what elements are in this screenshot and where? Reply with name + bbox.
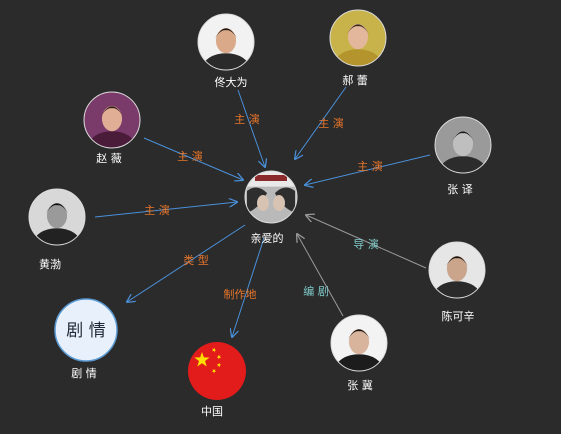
edge-label: 主 演 (318, 116, 344, 130)
node-zhangyi[interactable]: 张 译 (434, 116, 492, 196)
node-zhangji[interactable]: 张 冀 (330, 314, 388, 392)
edge-label: 主 演 (234, 112, 260, 126)
edge-chenkexin-center: 导 演 (306, 215, 427, 269)
node-haolei[interactable]: 郝 蕾 (329, 9, 387, 87)
edge-haolei-center: 主 演 (295, 86, 347, 159)
edge-label: 导 演 (353, 237, 379, 251)
node-label: 张 冀 (347, 378, 373, 392)
node-label: 陈可辛 (442, 309, 475, 323)
edge-arrow-line (127, 224, 246, 302)
node-huangbo[interactable]: 黄渤 (28, 188, 86, 271)
person-avatar (428, 241, 486, 299)
edge-label: 制作地 (224, 288, 257, 301)
china-flag-icon (188, 342, 246, 400)
edge-arrow-line (297, 234, 344, 317)
node-label: 张 译 (447, 183, 473, 196)
nodes-layer: 亲爱的佟大为郝 蕾赵 薇张 译黄渤陈可辛剧 情剧 情张 冀中国 (28, 9, 492, 418)
node-tongdawei[interactable]: 佟大为 (197, 13, 255, 89)
person-avatar (28, 188, 86, 246)
edge-arrow-line (305, 154, 431, 185)
person-avatar (330, 314, 388, 372)
edge-zhaowei-center: 主 演 (143, 137, 243, 180)
edge-arrow-line (237, 89, 265, 167)
edge-arrow-line (94, 202, 237, 218)
edges-layer: 主 演主 演主 演主 演主 演导 演编 剧类 型制作地 (94, 86, 431, 337)
edge-label: 主 演 (357, 159, 383, 173)
genre-circle (54, 298, 118, 362)
node-label: 亲爱的 (251, 231, 284, 245)
person-avatar (83, 91, 141, 149)
edge-zhangyi-center: 主 演 (305, 154, 431, 185)
node-center-movie[interactable]: 亲爱的 (244, 170, 298, 245)
node-label: 郝 蕾 (342, 73, 368, 87)
edge-arrow-line (295, 86, 347, 159)
movie-poster-avatar (244, 170, 298, 224)
edge-arrow-line (143, 137, 243, 180)
node-genre[interactable]: 剧 情剧 情 (54, 298, 118, 380)
edge-center-china: 制作地 (224, 237, 265, 337)
edge-center-genre: 类 型 (127, 224, 246, 302)
genre-inner-text: 剧 情 (66, 321, 105, 341)
person-avatar (197, 13, 255, 71)
node-label: 赵 薇 (96, 151, 122, 165)
edge-label: 主 演 (144, 203, 170, 217)
edge-label: 类 型 (183, 253, 209, 267)
edge-huangbo-center: 主 演 (94, 202, 237, 218)
node-label: 黄渤 (39, 257, 61, 271)
node-china[interactable]: 中国 (188, 342, 246, 418)
person-avatar (434, 116, 492, 174)
edge-arrow-line (232, 237, 265, 337)
node-chenkexin[interactable]: 陈可辛 (428, 241, 486, 323)
node-label: 佟大为 (215, 75, 248, 89)
node-label: 剧 情 (71, 367, 97, 380)
edge-label: 编 剧 (303, 284, 329, 298)
edge-arrow-line (306, 215, 427, 269)
node-zhaowei[interactable]: 赵 薇 (83, 91, 141, 165)
person-avatar (329, 9, 387, 67)
edge-label: 主 演 (177, 149, 203, 163)
node-label: 中国 (201, 405, 223, 418)
edge-tongdawei-center: 主 演 (234, 89, 265, 167)
edge-zhangji-center: 编 剧 (297, 234, 344, 317)
